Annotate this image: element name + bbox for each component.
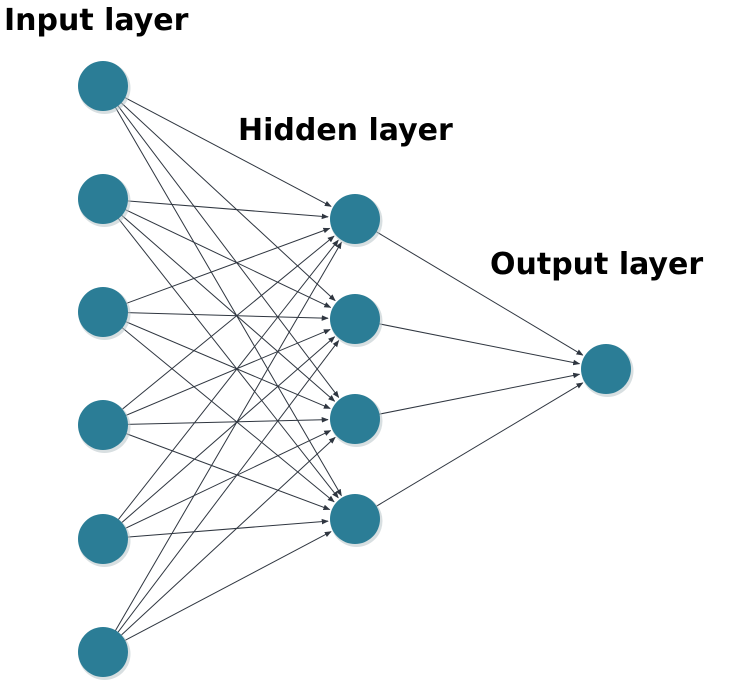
connection-arrow-input-5-to-hidden-3 [111, 430, 332, 536]
neurons-group [78, 61, 634, 680]
output-layer-label: Output layer [490, 247, 704, 282]
connection-arrow-input-3-to-hidden-2 [112, 311, 329, 321]
connection-arrow-input-1-to-hidden-1 [111, 90, 332, 207]
connection-arrow-input-6-to-hidden-3 [110, 436, 336, 646]
connection-arrow-input-5-to-hidden-1 [108, 239, 339, 532]
connection-arrow-input-3-to-hidden-1 [112, 227, 331, 310]
input-neuron-1 [78, 61, 128, 111]
connection-arrow-input-5-to-hidden-2 [110, 336, 336, 533]
connection-arrow-input-1-to-hidden-4 [107, 94, 342, 497]
connection-arrow-input-3-to-hidden-3 [112, 315, 331, 409]
output-neuron-1 [581, 344, 631, 394]
connection-arrow-input-3-to-hidden-4 [110, 317, 335, 503]
connection-arrow-hidden-3-to-output-1 [364, 372, 581, 418]
hidden-layer-label: Hidden layer [238, 113, 453, 148]
connection-arrow-input-1-to-hidden-3 [108, 93, 340, 399]
connection-arrow-input-2-to-hidden-4 [108, 206, 339, 499]
connection-arrow-input-6-to-hidden-2 [108, 339, 340, 645]
input-neuron-2 [78, 174, 128, 224]
connection-arrow-input-2-to-hidden-3 [110, 205, 336, 402]
connection-arrow-input-4-to-hidden-4 [112, 428, 331, 511]
connection-arrow-input-4-to-hidden-3 [112, 416, 329, 426]
connection-arrow-input-4-to-hidden-1 [110, 235, 335, 420]
connections-group [107, 90, 584, 648]
connection-arrow-hidden-4-to-output-1 [363, 382, 584, 515]
hidden-neuron-2 [330, 294, 380, 344]
connection-arrow-input-4-to-hidden-2 [112, 329, 331, 422]
connection-arrow-input-2-to-hidden-2 [111, 202, 332, 308]
hidden-neuron-1 [330, 194, 380, 244]
input-neuron-6 [78, 627, 128, 677]
connection-arrow-hidden-1-to-output-1 [363, 223, 584, 356]
connection-arrow-input-2-to-hidden-1 [112, 199, 329, 220]
input-neuron-4 [78, 400, 128, 450]
input-layer-label: Input layer [4, 3, 189, 38]
connection-arrow-hidden-2-to-output-1 [364, 320, 581, 366]
hidden-neuron-3 [330, 394, 380, 444]
hidden-neuron-4 [330, 494, 380, 544]
connection-arrow-input-6-to-hidden-4 [111, 531, 332, 648]
connection-arrow-input-6-to-hidden-1 [107, 241, 342, 644]
input-neuron-5 [78, 514, 128, 564]
input-neuron-3 [78, 287, 128, 337]
connection-arrow-input-5-to-hidden-4 [112, 518, 329, 539]
